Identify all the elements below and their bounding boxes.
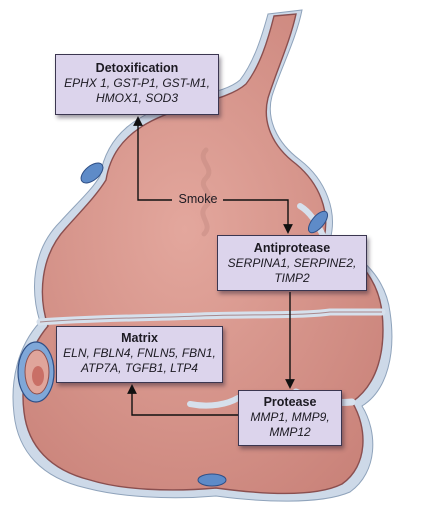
detoxification-title: Detoxification (95, 61, 179, 75)
protease-genes-line-2: MMP12 (269, 425, 311, 439)
detoxification-genes-line-1: EPHX 1, GST-P1, GST-M1, (64, 76, 210, 90)
antiprotease-genes-line-1: SERPINA1, SERPINE2, (227, 256, 357, 270)
smoke-label: Smoke (178, 192, 218, 206)
arrow-protease-to-matrix (127, 384, 238, 416)
antiprotease-title: Antiprotease (253, 241, 331, 255)
septum-lower-edge (39, 311, 382, 323)
capillary-right (307, 210, 329, 234)
matrix-title: Matrix (121, 331, 158, 345)
protease-genes-line-1: MMP1, MMP9, (250, 410, 330, 424)
antiprotease-genes-line-2: TIMP2 (274, 271, 310, 285)
arrow-smoke-to-detox (133, 116, 172, 201)
red-blood-cell (32, 366, 44, 386)
matrix-genes-line-1: ELN, FBLN4, FNLN5, FBN1, (63, 346, 216, 360)
smoke-swirl (200, 147, 213, 237)
detoxification-box: Detoxification EPHX 1, GST-P1, GST-M1, H… (55, 54, 219, 115)
capillary-bottom (197, 473, 227, 487)
antiprotease-box: Antiprotease SERPINA1, SERPINE2, TIMP2 (217, 235, 367, 291)
capillary-left (80, 162, 104, 184)
arrow-smoke-to-antiprotease (223, 199, 293, 234)
protease-title: Protease (263, 395, 317, 409)
matrix-genes-line-2: ATP7A, TGFB1, LTP4 (81, 361, 198, 375)
matrix-box: Matrix ELN, FBLN4, FNLN5, FBN1, ATP7A, T… (56, 326, 223, 383)
detoxification-genes-line-2: HMOX1, SOD3 (95, 91, 179, 105)
protease-box: Protease MMP1, MMP9, MMP12 (238, 390, 342, 446)
septum-mid (187, 395, 241, 409)
